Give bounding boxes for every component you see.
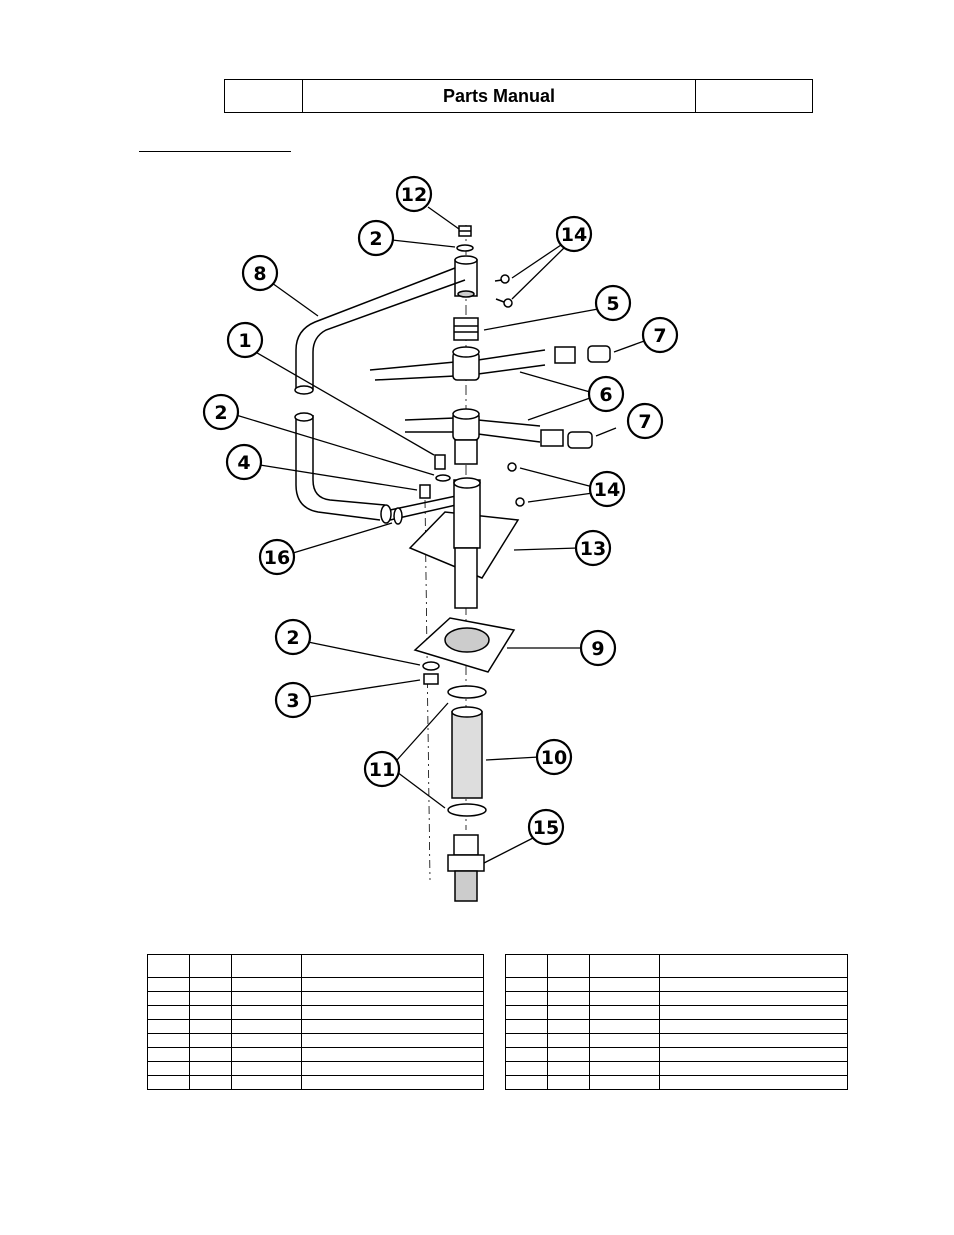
table-row <box>505 1005 848 1020</box>
table-row <box>147 1005 484 1020</box>
header-box: Parts Manual <box>224 79 813 113</box>
table-row <box>147 1033 484 1048</box>
callout-1: 1 <box>238 330 251 352</box>
clamp-11-top <box>447 685 487 699</box>
screws-14-top <box>494 274 513 308</box>
table-row <box>147 977 484 992</box>
washer-2-mid <box>435 474 451 482</box>
callout-7b: 7 <box>638 411 651 433</box>
bolt-12 <box>458 225 472 237</box>
bolt-4 <box>419 484 431 499</box>
callout-9: 9 <box>591 638 604 660</box>
bent-tube-8 <box>294 267 466 524</box>
callout-15: 15 <box>533 817 559 839</box>
callout-14a: 14 <box>561 224 587 246</box>
table-row <box>505 991 848 1006</box>
callout-7a: 7 <box>653 325 666 347</box>
table-row <box>505 1075 848 1090</box>
callout-2b: 2 <box>214 402 227 424</box>
parts-table-right <box>505 954 848 1090</box>
upper-sleeve <box>454 255 478 298</box>
page-title: Parts Manual <box>303 80 696 112</box>
callout-11: 11 <box>369 759 395 781</box>
callout-13: 13 <box>580 538 606 560</box>
cross-arm-6-lower <box>404 408 593 465</box>
washer-2-top <box>456 244 474 252</box>
table-row <box>505 977 848 992</box>
table-row <box>147 1019 484 1034</box>
table-row <box>147 1075 484 1090</box>
callout-5: 5 <box>606 293 619 315</box>
barb-fitting-15 <box>447 834 485 902</box>
exploded-parts-diagram: 12 2 14 8 5 7 1 6 2 7 4 14 16 13 2 9 3 1… <box>202 175 679 902</box>
callout-3: 3 <box>286 690 299 712</box>
base-plate-13 <box>389 477 520 609</box>
table-header-row <box>147 954 484 978</box>
flange-9 <box>413 617 516 673</box>
fitting-5 <box>453 317 479 341</box>
header-left-cell <box>225 80 303 112</box>
table-header-row <box>505 954 848 978</box>
cross-arm-6-upper <box>369 345 611 381</box>
table-row <box>147 1047 484 1062</box>
washer-2-bottom <box>422 661 440 671</box>
table-row <box>147 991 484 1006</box>
callout-6: 6 <box>599 384 612 406</box>
callout-14b: 14 <box>594 479 620 501</box>
nut-3 <box>423 673 439 685</box>
hose-10 <box>451 706 483 799</box>
table-row <box>505 1047 848 1062</box>
callout-8: 8 <box>253 263 266 285</box>
clamp-11-bottom <box>447 803 487 817</box>
callout-10: 10 <box>541 747 567 769</box>
bolt-1 <box>434 454 446 470</box>
callout-16: 16 <box>264 547 290 569</box>
callout-2a: 2 <box>369 228 382 250</box>
callout-2c: 2 <box>286 627 299 649</box>
parts-table-left <box>147 954 484 1090</box>
section-heading-rule <box>139 151 291 152</box>
table-row <box>505 1033 848 1048</box>
screws-14-lower <box>507 462 525 507</box>
table-row <box>505 1019 848 1034</box>
table-row <box>505 1061 848 1076</box>
callout-4: 4 <box>237 452 250 474</box>
callout-12: 12 <box>401 184 427 206</box>
table-row <box>147 1061 484 1076</box>
